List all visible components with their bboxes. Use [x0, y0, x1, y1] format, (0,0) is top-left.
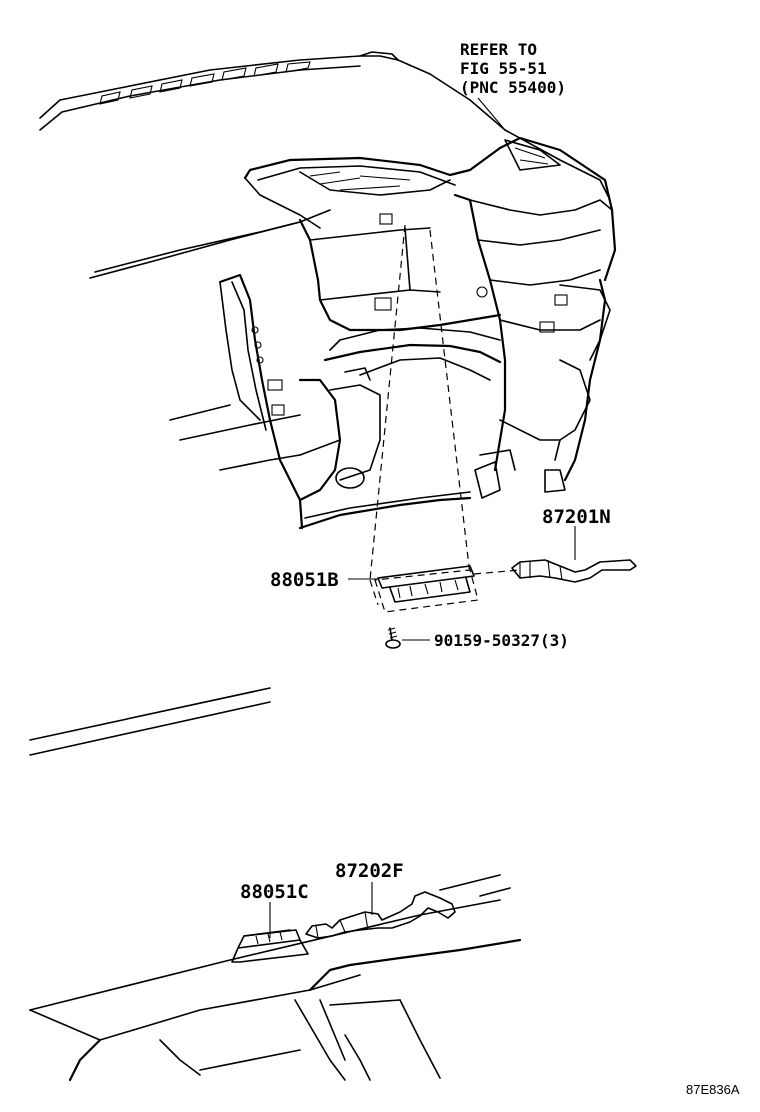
refer-note-line3: (PNC 55400)	[460, 78, 566, 97]
upper-leaders	[348, 97, 576, 641]
floor-lines	[29, 687, 271, 756]
callout-90159-50327: 90159-50327(3)	[434, 631, 569, 650]
callout-88051B: 88051B	[270, 569, 339, 591]
callout-88051C: 88051C	[240, 881, 309, 903]
callout-87202F: 87202F	[335, 860, 404, 882]
rear-sensor-connector	[305, 891, 456, 939]
rear-floor-drawing	[29, 874, 522, 1082]
callout-87201N: 87201N	[542, 506, 611, 528]
screw	[385, 627, 401, 649]
refer-note-line2: FIG 55-51	[460, 59, 547, 78]
lower-leaders	[269, 882, 373, 938]
instrument-panel-drawing	[39, 51, 617, 530]
projection-lines	[369, 224, 521, 606]
front-sensor-connector	[511, 559, 637, 583]
figure-code: 87E836A	[686, 1082, 740, 1097]
front-airbag-sensor	[374, 565, 479, 613]
refer-note-line1: REFER TO	[460, 40, 537, 59]
